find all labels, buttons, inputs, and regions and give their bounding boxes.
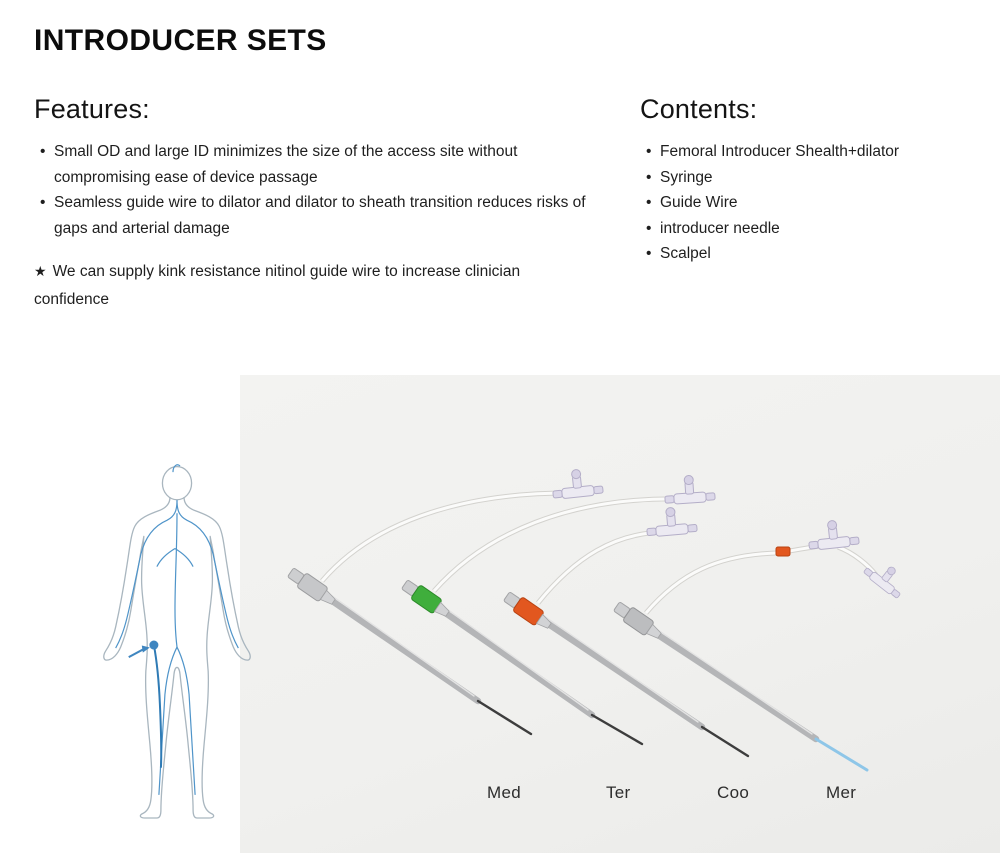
content-item: introducer needle: [640, 216, 970, 242]
introducer-set-mer: [611, 517, 911, 772]
vascular-network: [115, 464, 239, 795]
contents-section: Contents: Femoral Introducer Shealth+dil…: [640, 96, 970, 267]
introducer-set-coo: [501, 504, 750, 758]
stopcock-valve: [662, 473, 716, 506]
features-list: Small OD and large ID minimizes the size…: [34, 139, 594, 241]
sheath-shaft: [642, 623, 820, 743]
stopcock-valve: [550, 466, 604, 501]
introducer-set-med: [285, 466, 604, 736]
stopcock-valve: [644, 504, 698, 538]
content-item: Guide Wire: [640, 190, 970, 216]
femoral-artery-highlight: [152, 644, 163, 768]
content-item: Syringe: [640, 165, 970, 191]
product-label-mer: Mer: [826, 783, 857, 802]
content-item: Femoral Introducer Shealth+dilator: [640, 139, 970, 165]
side-valve: [862, 554, 911, 600]
contents-list: Femoral Introducer Shealth+dilator Syrin…: [640, 139, 970, 267]
content-item: Scalpel: [640, 241, 970, 267]
dilator-tip: [590, 713, 644, 746]
femoral-access-point: [149, 640, 159, 650]
dilator-tip-blue: [814, 737, 869, 772]
feature-note: ★We can supply kink resistance nitinol g…: [34, 257, 594, 314]
figure-head: [161, 465, 193, 501]
star-marker: ★: [34, 263, 47, 279]
features-heading: Features:: [34, 94, 150, 124]
product-label-coo: Coo: [717, 783, 750, 802]
page-title: INTRODUCER SETS: [34, 24, 327, 57]
sheath-shaft: [430, 601, 596, 719]
feature-note-text: We can supply kink resistance nitinol gu…: [34, 263, 521, 308]
dilator-tip: [476, 699, 533, 736]
hub-gray: [611, 598, 665, 644]
introducer-sets-illustration: [285, 466, 911, 772]
product-label-ter: Ter: [606, 783, 631, 802]
figure-outline: [103, 497, 251, 819]
product-label-med: Med: [487, 783, 521, 802]
features-section: Features: Small OD and large ID minimize…: [34, 96, 594, 314]
feature-item: Small OD and large ID minimizes the size…: [34, 139, 594, 190]
introducer-set-ter: [399, 473, 716, 746]
dilator-tip: [700, 725, 750, 758]
body-vascular-illustration: [103, 464, 251, 819]
access-arrow-icon: [128, 645, 150, 658]
sheath-shaft: [318, 590, 482, 705]
orange-connector: [775, 546, 791, 557]
hub-green: [399, 576, 453, 622]
feature-item: Seamless guide wire to dilator and dilat…: [34, 190, 594, 241]
contents-heading: Contents:: [640, 94, 758, 124]
product-photo-panel: Med Ter Coo Mer: [240, 375, 1000, 853]
sheath-shaft: [534, 613, 706, 731]
stopcock-valve: [806, 517, 860, 552]
